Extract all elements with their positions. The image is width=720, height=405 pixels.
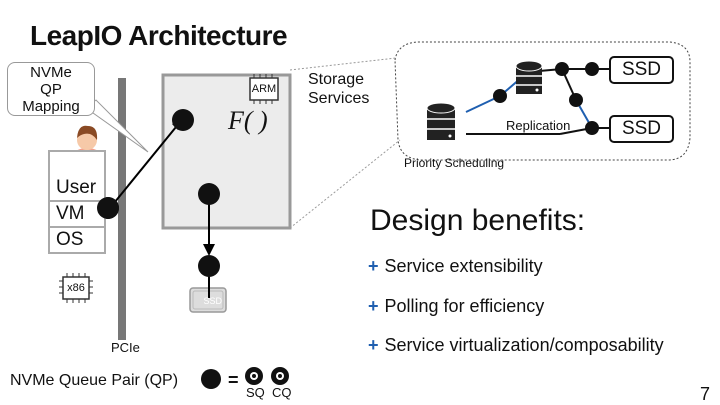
plus-icon: + (368, 296, 379, 316)
x86-chip-label: x86 (67, 282, 85, 294)
replication-label: Replication (506, 118, 571, 133)
legend-sq-label: SQ (246, 385, 265, 400)
vm-to-service-arrow (109, 126, 177, 209)
arm-chip-label: ARM (251, 83, 277, 95)
benefit-item-1: +Service extensibility (368, 256, 543, 277)
priority-scheduling-label: Priority Scheduling (404, 156, 505, 170)
pcie-bus (118, 78, 126, 340)
storage-services-label: Storage Services (308, 70, 369, 108)
callout-line-1: NVMe (30, 64, 72, 81)
legend-qp-icon (201, 369, 221, 389)
vm-stack-spacer (50, 152, 104, 176)
pcie-label: PCIe (111, 340, 140, 355)
plus-icon: + (368, 335, 379, 355)
storage-line-1: Storage (308, 71, 365, 88)
vm-stack-vm: VM (50, 202, 104, 228)
database-icon-lower (426, 102, 456, 140)
design-benefits-heading: Design benefits: (370, 204, 586, 237)
callout-line-2: QP (40, 81, 62, 98)
arm-chip-icon (249, 74, 279, 104)
legend-cq-icon (271, 367, 289, 385)
database-icon-upper (515, 60, 543, 94)
legend-qp-label: NVMe Queue Pair (QP) (10, 372, 179, 389)
storage-services-cloud (394, 41, 691, 161)
ssd-box-bottom (609, 115, 674, 143)
function-label: F( ) (228, 106, 268, 135)
cloud-leader-top (289, 57, 397, 71)
ssd-box-top (609, 56, 674, 84)
small-ssd-label: SSD (203, 296, 222, 306)
storage-graph (465, 62, 610, 135)
benefit-text-1: Service extensibility (384, 256, 543, 276)
legend-sq-icon (245, 367, 263, 385)
vm-stack-user: User (50, 176, 104, 202)
benefit-item-2: +Polling for efficiency (368, 296, 544, 317)
x86-chip-icon (59, 273, 93, 303)
callout-line-3: Mapping (22, 98, 80, 115)
ssd-label-top: SSD (621, 59, 662, 80)
cloud-leader-bottom (289, 139, 401, 229)
qp-node-vm-overlay (97, 197, 119, 219)
qp-node-upper (172, 109, 194, 131)
vm-stack-os: OS (56, 229, 84, 250)
benefit-text-3: Service virtualization/composability (384, 335, 664, 355)
qp-node-lower (198, 255, 220, 277)
legend-cq-label: CQ (272, 385, 292, 400)
ssd-label-bottom: SSD (621, 118, 662, 139)
slide-title: LeapIO Architecture (30, 20, 288, 51)
page-number: 7 (700, 384, 711, 404)
storage-line-2: Services (308, 90, 370, 107)
benefit-text-2: Polling for efficiency (384, 296, 545, 316)
legend-equals: = (228, 370, 239, 390)
qp-node-middle (198, 183, 220, 205)
benefit-item-3: +Service virtualization/composability (368, 335, 664, 356)
plus-icon: + (368, 256, 379, 276)
nvme-qp-mapping-callout: NVMe QP Mapping (7, 62, 95, 116)
